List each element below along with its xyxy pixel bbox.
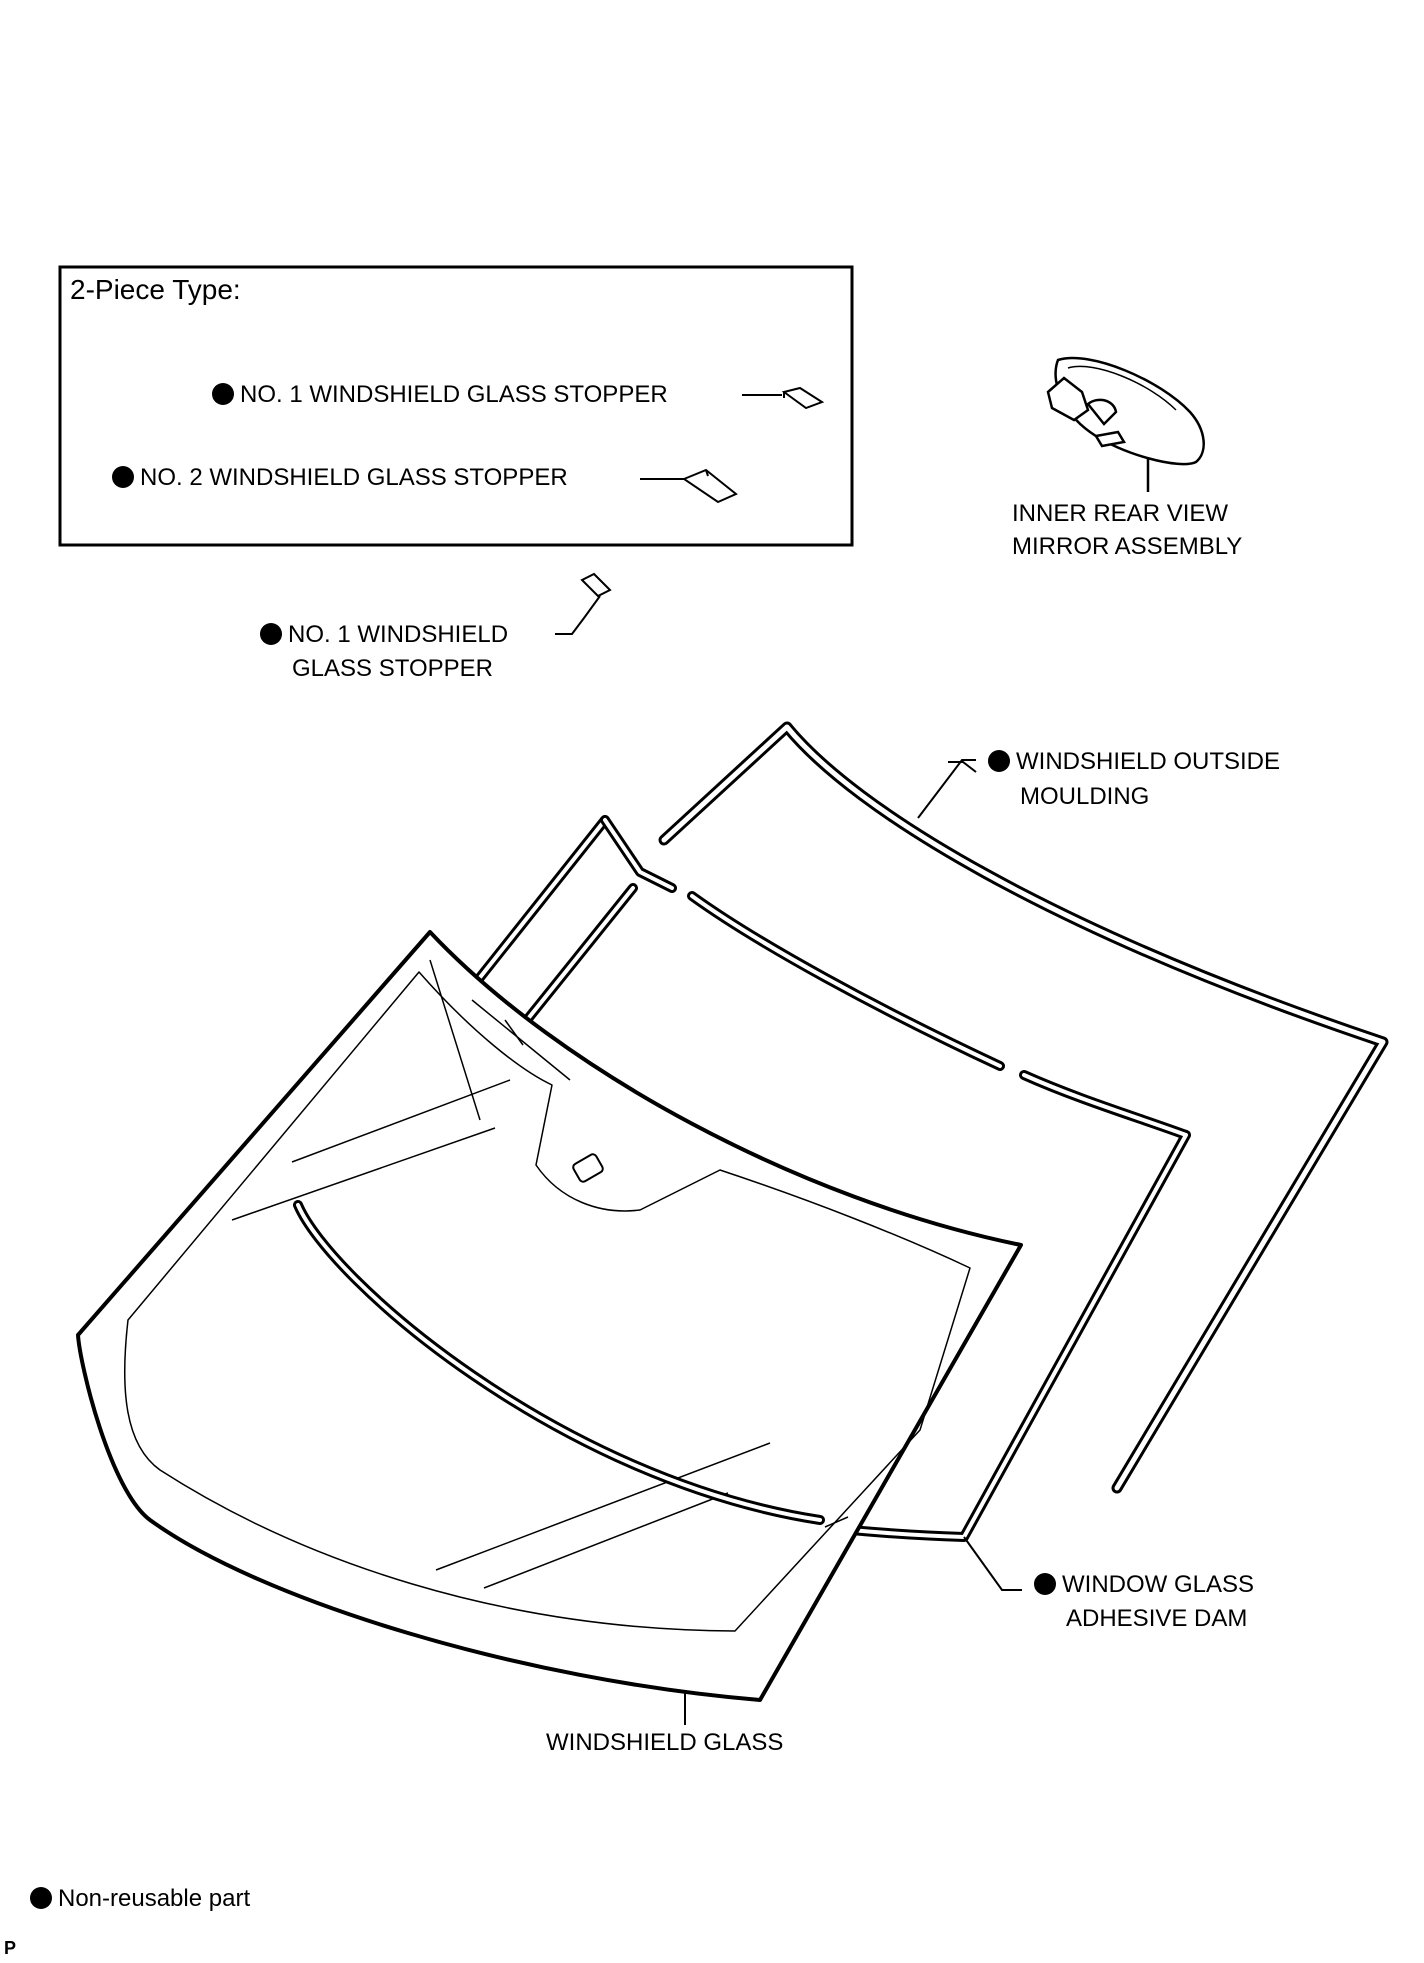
moulding-leader: [917, 759, 976, 819]
moulding-label-line2: MOULDING: [1020, 783, 1150, 810]
inset-no2-label: NO. 2 WINDSHIELD GLASS STOPPER: [112, 463, 568, 493]
inset-no1-stopper-part: [742, 386, 825, 410]
no1-stopper-label-line2: GLASS STOPPER: [292, 655, 493, 682]
no1-stopper-label: NO. 1 WINDSHIELD: [260, 620, 508, 650]
inset-no2-stopper-part: [640, 468, 738, 504]
adhesive-dam-overlap: [293, 1200, 825, 1525]
adhesive-dam-label-line2: ADHESIVE DAM: [1066, 1605, 1248, 1632]
non-reusable-dot-icon: [260, 623, 282, 645]
inset-title: 2-Piece Type:: [70, 274, 241, 305]
windshield-glass-label: WINDSHIELD GLASS: [546, 1729, 784, 1756]
mirror-label-line2: MIRROR ASSEMBLY: [1012, 533, 1243, 560]
adhesive-dam-label: WINDOW GLASS: [1034, 1570, 1254, 1600]
inner-rear-view-mirror-part: [1046, 356, 1205, 492]
windshield-glass-part: [76, 930, 1023, 1725]
mirror-label-line1: INNER REAR VIEW: [1012, 500, 1229, 527]
non-reusable-dot-icon: [30, 1887, 52, 1909]
legend: Non-reusable part: [30, 1884, 250, 1914]
corner-mark: P: [4, 1938, 17, 1958]
no1-stopper-part: [555, 572, 612, 635]
inset-no1-label: NO. 1 WINDSHIELD GLASS STOPPER: [212, 380, 668, 410]
windshield-outside-moulding-part: [658, 721, 1389, 1494]
non-reusable-dot-icon: [212, 383, 234, 405]
two-piece-inset-box: [58, 265, 854, 547]
non-reusable-dot-icon: [1034, 1573, 1056, 1595]
non-reusable-dot-icon: [988, 750, 1010, 772]
non-reusable-dot-icon: [112, 466, 134, 488]
moulding-label: WINDSHIELD OUTSIDE: [988, 747, 1280, 777]
